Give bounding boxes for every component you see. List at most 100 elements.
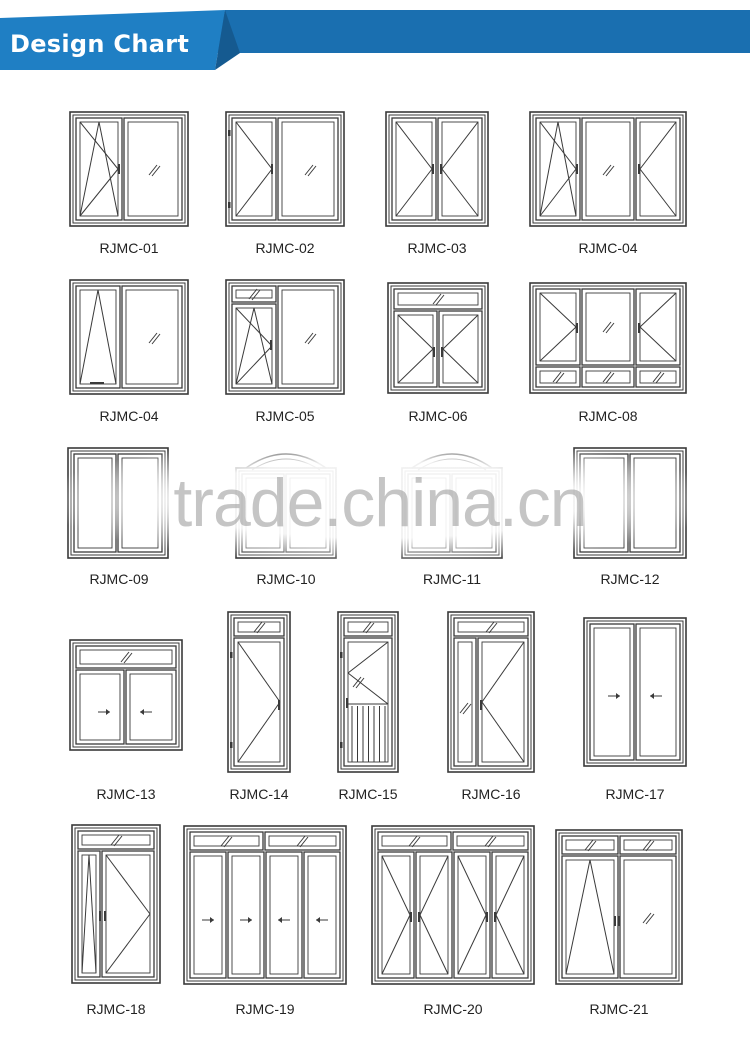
sash — [393, 310, 438, 388]
glass-pane — [441, 121, 479, 217]
glass-pane — [193, 835, 260, 847]
glass-mark — [148, 332, 158, 344]
sash — [453, 637, 477, 767]
glass-mark — [256, 622, 266, 634]
glass-mark — [411, 836, 421, 848]
opening-line — [395, 121, 433, 170]
design-code: RJMC-01 — [99, 240, 159, 256]
opening-line — [419, 855, 449, 916]
window-art — [69, 111, 189, 227]
design-code: RJMC-19 — [235, 1001, 295, 1017]
window-drawing — [227, 611, 291, 773]
handle — [346, 698, 348, 708]
glass-mark — [435, 294, 445, 306]
window-art — [183, 825, 347, 985]
glass-mark — [655, 372, 665, 384]
page-title: Design Chart — [10, 30, 190, 58]
opening-line — [98, 121, 119, 217]
handle — [99, 911, 101, 921]
sash — [453, 617, 529, 637]
opening-line — [639, 292, 677, 328]
handle — [486, 912, 488, 922]
sash — [75, 285, 121, 389]
opening-line — [88, 854, 97, 974]
design-code: RJMC-09 — [89, 571, 149, 587]
glass-mark — [605, 372, 615, 384]
glass-mark — [352, 676, 362, 688]
design-item-19: RJMC-19 — [183, 825, 347, 1021]
window-frame-inner — [228, 282, 342, 392]
glass-pane — [639, 370, 677, 384]
window-drawing — [583, 617, 687, 767]
glass-mark — [251, 289, 261, 301]
glass-pane — [381, 835, 448, 847]
opening-line — [235, 307, 273, 347]
window-frame-inner — [186, 828, 344, 982]
design-item-20: RJMC-20 — [371, 825, 535, 1021]
sash — [123, 117, 183, 221]
glass-pane — [539, 292, 577, 362]
window-frame — [69, 639, 183, 751]
glass-mark — [113, 835, 123, 847]
glass-mark — [307, 333, 317, 345]
opening-line — [565, 859, 591, 975]
glass-pane — [79, 121, 119, 217]
window-frame — [583, 617, 687, 767]
glass-pane — [105, 854, 151, 974]
sash — [535, 117, 581, 221]
glass-mark — [645, 840, 655, 852]
glass-mark — [485, 621, 495, 633]
handle — [614, 916, 616, 926]
window-drawing — [387, 282, 489, 394]
handle — [418, 912, 420, 922]
design-code: RJMC-03 — [407, 240, 467, 256]
glass-mark — [587, 840, 597, 852]
opening-line — [79, 289, 99, 385]
design-code: RJMC-17 — [605, 786, 665, 802]
design-code: RJMC-04 — [578, 240, 638, 256]
design-code: RJMC-14 — [229, 786, 289, 802]
glass-pane — [81, 834, 151, 846]
glass-pane — [268, 835, 337, 847]
handle — [432, 164, 434, 174]
design-item-08: RJMC-08 — [529, 282, 687, 430]
glass-pane — [79, 673, 121, 741]
window-art — [337, 611, 399, 773]
window-art — [529, 282, 687, 394]
design-item-16: RJMC-16 — [447, 611, 535, 808]
sash — [491, 851, 529, 979]
glass-pane — [639, 627, 677, 757]
slide-arrow-head — [316, 917, 320, 923]
window-art — [371, 825, 535, 985]
opening-line — [539, 168, 577, 217]
window-frame-inner — [230, 614, 288, 770]
glass-pane — [565, 839, 615, 851]
design-item-18: RJMC-18 — [71, 824, 161, 1021]
design-code: RJMC-16 — [461, 786, 521, 802]
header-banner: Design Chart — [0, 0, 750, 70]
opening-line — [105, 913, 151, 974]
window-frame — [69, 279, 189, 395]
opening-line — [253, 307, 273, 385]
window-frame — [227, 611, 291, 773]
glass-pane — [481, 641, 525, 763]
opening-line — [105, 854, 151, 915]
handle — [576, 323, 578, 333]
opening-line — [381, 914, 411, 975]
banner-shape — [0, 10, 750, 70]
handle — [441, 347, 443, 357]
sash — [77, 850, 101, 978]
design-item-04: RJMC-04 — [529, 111, 687, 262]
hinge — [230, 652, 233, 658]
design-item-02: RJMC-02 — [225, 111, 345, 262]
opening-line — [442, 314, 479, 350]
sash — [535, 366, 581, 388]
window-drawing — [385, 111, 489, 227]
window-art — [227, 611, 291, 773]
glass-mark — [555, 372, 565, 384]
design-code: RJMC-11 — [422, 571, 482, 587]
glass-pane — [442, 314, 479, 384]
window-frame-inner — [390, 285, 486, 391]
design-code: RJMC-20 — [423, 1001, 483, 1017]
glass-pane — [129, 673, 173, 741]
